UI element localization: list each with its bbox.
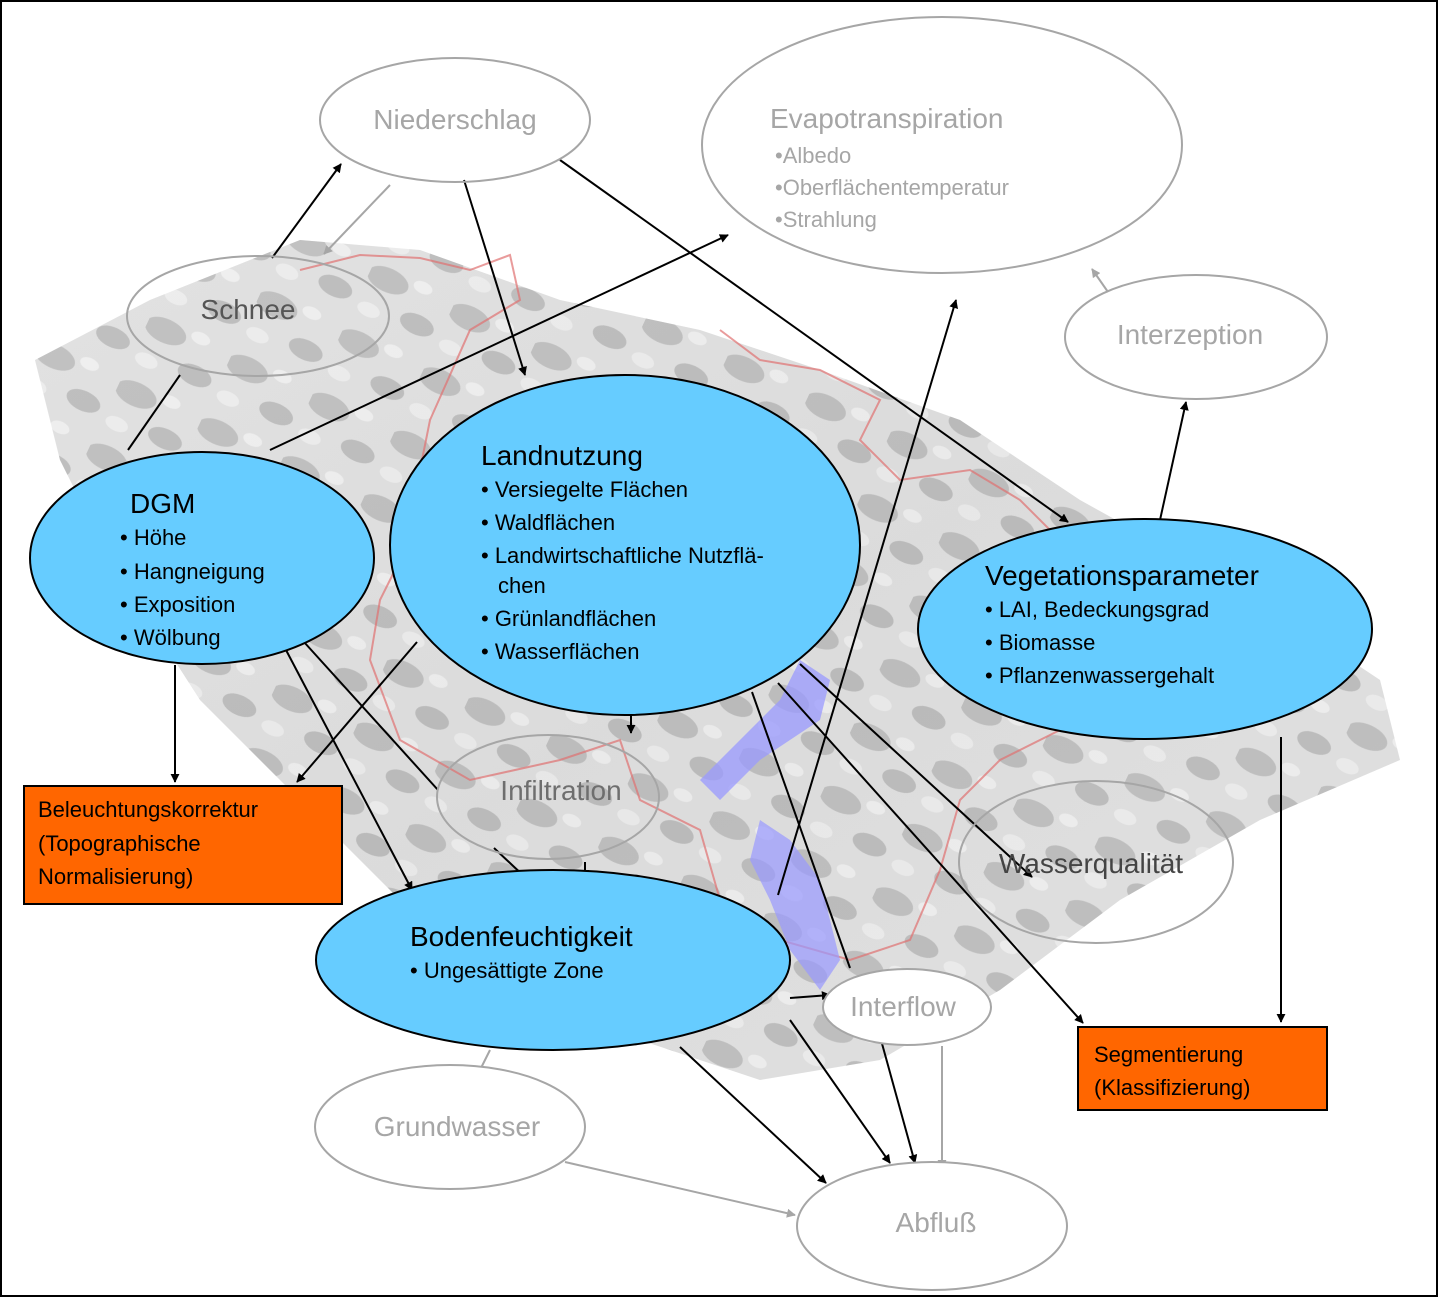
evapotranspiration-item: •Strahlung bbox=[775, 207, 877, 232]
landnutzung-item: • Grünlandflächen bbox=[481, 606, 656, 631]
node-evapotranspiration: Evapotranspiration •Albedo •Oberflächent… bbox=[701, 16, 1183, 274]
beleuchtung-line: Beleuchtungskorrektur bbox=[38, 797, 258, 822]
interflow-label: Interflow bbox=[850, 991, 957, 1022]
segmentierung-line: (Klassifizierung) bbox=[1094, 1075, 1251, 1100]
node-grundwasser: Grundwasser bbox=[314, 1064, 586, 1190]
dgm-item: • Hangneigung bbox=[120, 559, 265, 584]
segmentierung-line: Segmentierung bbox=[1094, 1042, 1243, 1067]
landnutzung-item: chen bbox=[498, 573, 546, 598]
evapotranspiration-label: Evapotranspiration bbox=[770, 103, 1003, 134]
landnutzung-item: • Landwirtschaftliche Nutzflä- bbox=[481, 543, 764, 568]
bodenfeuchtigkeit-item: • Ungesättigte Zone bbox=[410, 958, 604, 983]
niederschlag-label: Niederschlag bbox=[373, 104, 536, 135]
river-region bbox=[750, 820, 840, 990]
node-landnutzung: Landnutzung • Versiegelte Flächen • Wald… bbox=[389, 374, 861, 716]
vegetation-title: Vegetationsparameter bbox=[985, 560, 1259, 591]
landnutzung-item: • Waldflächen bbox=[481, 510, 615, 535]
node-infiltration: Infiltration bbox=[436, 734, 660, 860]
vegetation-item: • Pflanzenwassergehalt bbox=[985, 663, 1214, 688]
dgm-item: • Höhe bbox=[120, 525, 186, 550]
dgm-item: • Wölbung bbox=[120, 625, 221, 650]
node-dgm: DGM • Höhe • Hangneigung • Exposition • … bbox=[29, 451, 375, 665]
infiltration-label: Infiltration bbox=[500, 775, 621, 806]
wasserqualitaet-label: Wasserqualität bbox=[999, 848, 1183, 879]
beleuchtung-line: Normalisierung) bbox=[38, 864, 193, 889]
vegetation-item: • LAI, Bedeckungsgrad bbox=[985, 597, 1209, 622]
node-interzeption: Interzeption bbox=[1064, 274, 1328, 400]
evapotranspiration-item: •Oberflächentemperatur bbox=[775, 175, 1009, 200]
grundwasser-label: Grundwasser bbox=[374, 1111, 541, 1142]
node-vegetationsparameter: Vegetationsparameter • LAI, Bedeckungsgr… bbox=[917, 518, 1373, 740]
box-segmentierung: Segmentierung (Klassifizierung) bbox=[1077, 1026, 1328, 1111]
landnutzung-item: • Versiegelte Flächen bbox=[481, 477, 688, 502]
dgm-item: • Exposition bbox=[120, 592, 235, 617]
landnutzung-item: • Wasserflächen bbox=[481, 639, 640, 664]
schnee-label: Schnee bbox=[201, 294, 296, 325]
node-niederschlag: Niederschlag bbox=[319, 57, 591, 183]
abfluss-label: Abfluß bbox=[896, 1207, 977, 1238]
node-wasserqualitaet: Wasserqualität bbox=[958, 780, 1234, 944]
beleuchtung-line: (Topographische bbox=[38, 831, 201, 856]
box-beleuchtungskorrektur: Beleuchtungskorrektur (Topographische No… bbox=[23, 785, 343, 905]
landnutzung-title: Landnutzung bbox=[481, 440, 643, 471]
bodenfeuchtigkeit-title: Bodenfeuchtigkeit bbox=[410, 921, 633, 952]
node-schnee: Schnee bbox=[126, 255, 390, 377]
connectors bbox=[127, 159, 1286, 1218]
evapotranspiration-item: •Albedo bbox=[775, 143, 851, 168]
node-interflow: Interflow bbox=[822, 968, 992, 1046]
interzeption-label: Interzeption bbox=[1117, 319, 1263, 350]
vegetation-item: • Biomasse bbox=[985, 630, 1095, 655]
node-bodenfeuchtigkeit: Bodenfeuchtigkeit • Ungesättigte Zone bbox=[315, 869, 791, 1051]
dgm-title: DGM bbox=[130, 488, 195, 519]
node-abfluss: Abfluß bbox=[796, 1161, 1068, 1291]
